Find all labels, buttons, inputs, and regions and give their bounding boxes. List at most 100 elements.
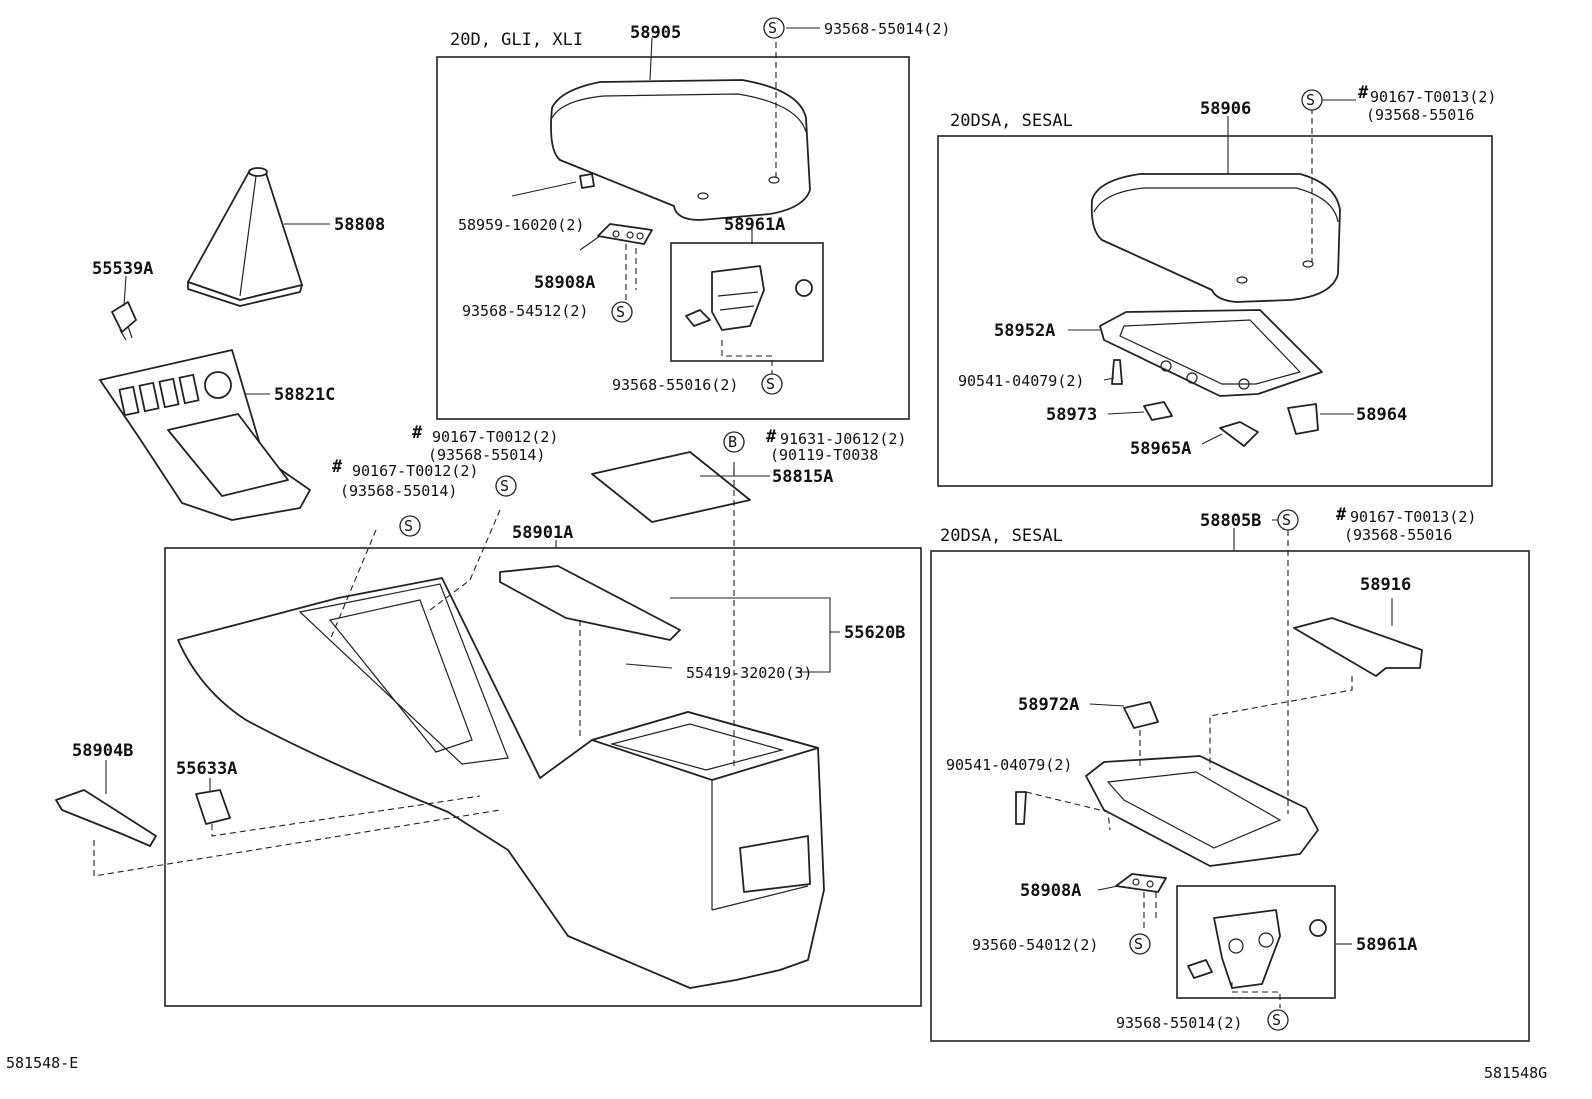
label-58905: 58905 [630,23,681,43]
label-91631-J0612: 91631-J0612(2) [780,430,906,448]
cap-part [111,301,137,341]
console-lid-55620B [499,565,681,641]
label-58904B: 58904B [72,741,133,761]
label-55633A: 55633A [176,759,237,779]
label-90167-T0013-b: 90167-T0013(2) [1350,508,1476,526]
lock-subassy-frame-lower [1176,885,1336,999]
label-55419-32020: 55419-32020(3) [686,664,812,682]
svg-text:S: S [768,19,777,37]
label-90541-04079-b: 90541-04079(2) [946,756,1072,774]
latch-part-58964 [1287,403,1319,435]
screw-part-lower [1015,791,1027,825]
label-58821C: 58821C [274,385,335,405]
group-frame-armrest-right [937,135,1493,487]
symbol-s-8: S [1129,933,1151,955]
label-90541-04079-a: 90541-04079(2) [958,372,1084,390]
armrest-lid-top [550,79,811,221]
symbol-s-2: S [611,301,633,323]
label-58961A-bottom: 58961A [1356,935,1417,955]
label-90119-T0038: (90119-T0038 [770,446,878,464]
svg-text:S: S [616,303,625,321]
label-58815A: 58815A [772,467,833,487]
group-label-2: 20DSA, SESAL [950,111,1073,131]
label-58959-16020: 58959-16020(2) [458,216,584,234]
label-58973: 58973 [1046,405,1097,425]
label-58972A: 58972A [1018,695,1079,715]
lock-subassy-frame-top [670,242,824,362]
armrest-lid-right [1090,173,1341,303]
symbol-s-5: S [495,475,517,497]
svg-text:S: S [404,517,413,535]
label-93560-54012: 93560-54012(2) [972,936,1098,954]
svg-text:S: S [1134,935,1143,953]
label-58901A: 58901A [512,523,573,543]
label-58906: 58906 [1200,99,1251,119]
cover-part-58904B [55,789,157,847]
label-93568-55014-bottom: 93568-55014(2) [1116,1014,1242,1032]
group-frame-armrest-top [436,56,910,420]
hash-mark-4: # [766,427,777,447]
console-pad [591,451,751,523]
console-body [177,577,825,989]
group-label-3: 20DSA, SESAL [940,526,1063,546]
pad-part-58916 [1293,617,1423,677]
label-58961A-top: 58961A [724,215,785,235]
label-90167-T0012-a: 90167-T0012(2) [432,428,558,446]
label-58965A: 58965A [1130,439,1191,459]
label-93568-55016-b: (93568-55016 [1344,526,1452,544]
lock-part-58965A [1219,421,1259,447]
label-58908A-top: 58908A [534,273,595,293]
svg-text:S: S [1306,91,1315,109]
label-90167-T0012-b: 90167-T0012(2) [352,462,478,480]
label-93568-55016-a: (93568-55016 [1366,106,1474,124]
hash-mark-5: # [1336,505,1347,525]
shift-boot-part [187,167,303,307]
hash-mark-2: # [412,423,423,443]
symbol-s-7: S [1277,509,1299,531]
lock-subassy-lower [1187,909,1327,989]
label-58916: 58916 [1360,575,1411,595]
hinge-plate-lower [1115,873,1167,893]
label-93568-55016-top: 93568-55016(2) [612,376,738,394]
label-58908A-bottom: 58908A [1020,881,1081,901]
group-label-1: 20D, GLI, XLI [450,30,583,50]
label-93568-55014-b: (93568-55014) [340,482,457,500]
label-93568-55014-a: (93568-55014) [428,446,545,464]
clip-part-58973 [1143,401,1173,421]
label-58805B: 58805B [1200,511,1261,531]
svg-text:S: S [1282,511,1291,529]
box-part-58805B [1085,755,1319,867]
screw-part-right [1111,359,1123,385]
label-55620B: 55620B [844,623,905,643]
symbol-s-9: S [1267,1009,1289,1031]
label-58808: 58808 [334,215,385,235]
footer-code-right: 581548G [1484,1064,1547,1082]
lock-subassy-top [685,265,813,331]
hinge-plate-top [597,223,653,245]
symbol-s-3: S [761,373,783,395]
hash-mark-3: # [332,457,343,477]
shift-panel-part [99,349,311,521]
svg-text:S: S [1272,1011,1281,1029]
lid-inner-part-58952A [1099,309,1323,397]
label-90167-T0013-a: 90167-T0013(2) [1370,88,1496,106]
symbol-b-1: B [723,431,745,453]
group-frame-box-right [930,550,1530,1042]
label-93568-55014-top: 93568-55014(2) [824,20,950,38]
label-58964: 58964 [1356,405,1407,425]
label-58952A: 58952A [994,321,1055,341]
trim-part-55633A [195,789,231,825]
svg-text:S: S [766,375,775,393]
clip-part-58972A [1123,701,1159,729]
symbol-s-4: S [1301,89,1323,111]
group-frame-console-main [164,547,922,1007]
svg-text:B: B [728,433,737,451]
svg-text:S: S [500,477,509,495]
label-55539A: 55539A [92,259,153,279]
label-93568-54512: 93568-54512(2) [462,302,588,320]
bumper-part-top [579,173,595,189]
symbol-s-1: S [763,17,785,39]
symbol-s-6: S [399,515,421,537]
footer-code-left: 581548-E [6,1054,78,1072]
